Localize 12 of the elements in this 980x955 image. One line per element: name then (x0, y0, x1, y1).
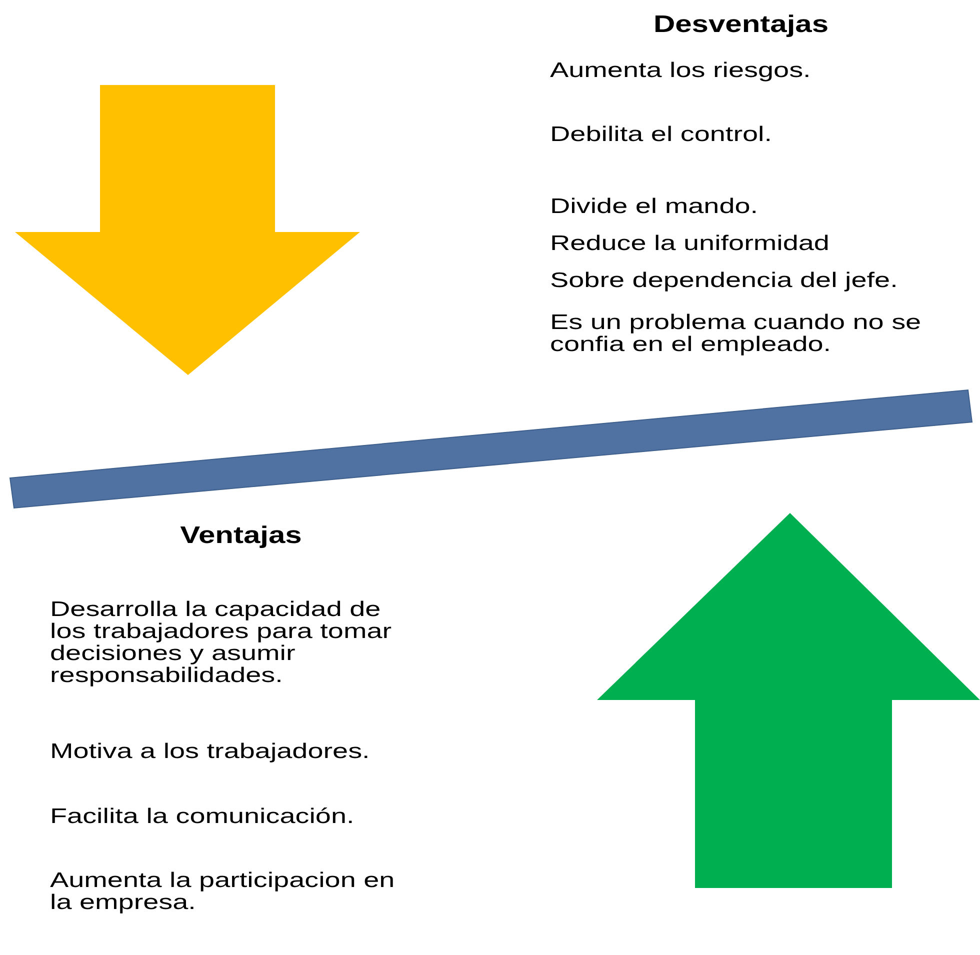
list-item-text: Facilita la comunicación. (50, 806, 356, 828)
list-item-text: Aumenta la participacion en la empresa. (50, 870, 396, 914)
list-item-text: Desarrolla la capacidad de los trabajadores para tomar decisiones y asumir responsabilidades. (50, 599, 393, 687)
list-item-text: Aumenta los riesgos. (550, 60, 812, 82)
list-item-text: Sobre dependencia del jefe. (550, 270, 899, 292)
section-heading: Desventajas (652, 11, 830, 39)
list-item-text: Reduce la uniformidad (550, 233, 830, 255)
section-heading: Ventajas (179, 522, 303, 550)
list-item-text: Es un problema cuando no se confia en el empleado. (550, 312, 922, 356)
list-item-text: Motiva a los trabajadores. (50, 741, 371, 763)
list-item-text: Divide el mando. (550, 196, 760, 218)
list-item-text: Debilita el control. (550, 124, 773, 146)
